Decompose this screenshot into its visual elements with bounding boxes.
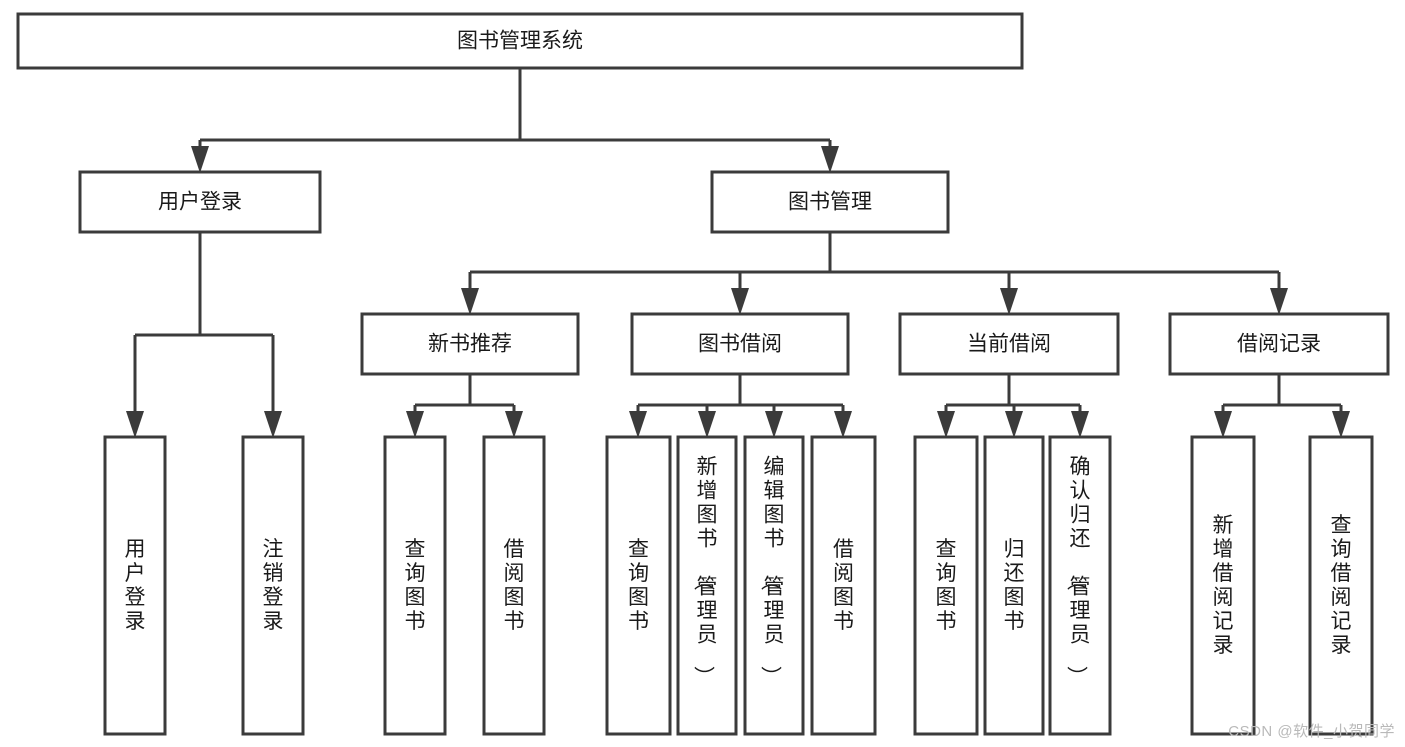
node-book-manage[interactable]: 图书管理 (710, 170, 950, 234)
arrow-head-icon (765, 411, 783, 438)
node-label: 查询图书 (628, 538, 649, 633)
arrow-head-icon (731, 288, 749, 315)
node-leaf-edit-book[interactable]: 编辑图书（管理员） (743, 435, 805, 736)
arrow-head-icon (126, 411, 144, 438)
node-leaf-logout[interactable]: 注销登录 (241, 435, 305, 736)
arrow-head-icon (698, 411, 716, 438)
node-borrow-record[interactable]: 借阅记录 (1168, 312, 1390, 376)
node-box[interactable] (743, 435, 805, 736)
node-label: 借阅图书 (833, 538, 854, 633)
arrow-head-icon (629, 411, 647, 438)
node-label: 图书借阅 (698, 333, 782, 356)
node-leaf-query-record[interactable]: 查询借阅记录 (1308, 435, 1374, 736)
connectors-layer (126, 68, 1350, 438)
node-leaf-confirm-return[interactable]: 确认归还（管理员） (1048, 435, 1112, 736)
arrow-head-icon (937, 411, 955, 438)
node-box[interactable] (630, 312, 850, 376)
node-box[interactable] (983, 435, 1045, 736)
node-box[interactable] (1308, 435, 1374, 736)
node-label: 编辑图书（管理员） (759, 456, 785, 687)
connector-borrow-record (1214, 374, 1350, 438)
node-box[interactable] (78, 170, 322, 234)
node-box[interactable] (383, 435, 447, 736)
node-leaf-query-book-cur[interactable]: 查询图书 (913, 435, 979, 736)
node-leaf-return-book[interactable]: 归还图书 (983, 435, 1045, 736)
node-box[interactable] (810, 435, 877, 736)
node-label: 新书推荐 (428, 333, 512, 356)
arrow-head-icon (1005, 411, 1023, 438)
node-box[interactable] (1168, 312, 1390, 376)
arrow-head-icon (406, 411, 424, 438)
node-label: 新增图书（管理员） (692, 456, 718, 687)
node-box[interactable] (605, 435, 672, 736)
arrow-head-icon (264, 411, 282, 438)
node-leaf-borrow-book[interactable]: 借阅图书 (810, 435, 877, 736)
node-label: 用户登录 (158, 191, 242, 214)
node-label: 当前借阅 (967, 333, 1051, 356)
node-label: 图书管理 (788, 191, 872, 214)
node-leaf-borrow-book-rec[interactable]: 借阅图书 (482, 435, 546, 736)
arrow-head-icon (1332, 411, 1350, 438)
node-label: 借阅图书 (504, 538, 525, 633)
node-box[interactable] (241, 435, 305, 736)
node-label: 用户登录 (125, 538, 146, 633)
node-label: 查询图书 (936, 538, 957, 633)
arrow-head-icon (834, 411, 852, 438)
node-box[interactable] (898, 312, 1120, 376)
node-leaf-query-book-bor[interactable]: 查询图书 (605, 435, 672, 736)
node-box[interactable] (710, 170, 950, 234)
node-box[interactable] (103, 435, 167, 736)
connector-root (191, 68, 839, 173)
nodes-layer: 图书管理系统用户登录图书管理新书推荐图书借阅当前借阅借阅记录用户登录注销登录查询… (16, 12, 1390, 736)
node-box[interactable] (16, 12, 1024, 70)
node-root[interactable]: 图书管理系统 (16, 12, 1024, 70)
node-label: 新增借阅记录 (1213, 514, 1234, 657)
node-leaf-user-login[interactable]: 用户登录 (103, 435, 167, 736)
node-box[interactable] (360, 312, 580, 376)
connector-book-borrow (629, 374, 852, 438)
node-new-book-rec[interactable]: 新书推荐 (360, 312, 580, 376)
node-leaf-add-record[interactable]: 新增借阅记录 (1190, 435, 1256, 736)
node-box[interactable] (913, 435, 979, 736)
node-box[interactable] (1190, 435, 1256, 736)
node-user-login[interactable]: 用户登录 (78, 170, 322, 234)
node-leaf-query-book-rec[interactable]: 查询图书 (383, 435, 447, 736)
arrow-head-icon (461, 288, 479, 315)
node-label: 借阅记录 (1237, 333, 1321, 356)
arrow-head-icon (1000, 288, 1018, 315)
node-box[interactable] (1048, 435, 1112, 736)
node-label: 注销登录 (263, 538, 284, 633)
node-book-borrow[interactable]: 图书借阅 (630, 312, 850, 376)
node-label: 查询借阅记录 (1331, 514, 1352, 657)
node-leaf-add-book[interactable]: 新增图书（管理员） (676, 435, 738, 736)
node-box[interactable] (676, 435, 738, 736)
node-box[interactable] (482, 435, 546, 736)
arrow-head-icon (821, 146, 839, 173)
node-label: 归还图书 (1004, 538, 1025, 633)
node-label: 查询图书 (405, 538, 426, 633)
node-label: 图书管理系统 (457, 30, 583, 53)
arrow-head-icon (1071, 411, 1089, 438)
arrow-head-icon (505, 411, 523, 438)
node-label: 确认归还（管理员） (1065, 456, 1091, 687)
connector-new-book-rec (406, 374, 523, 438)
arrow-head-icon (191, 146, 209, 173)
connector-book-manage (461, 232, 1288, 315)
connector-user-login (126, 232, 282, 438)
connector-current-borrow (937, 374, 1089, 438)
arrow-head-icon (1270, 288, 1288, 315)
arrow-head-icon (1214, 411, 1232, 438)
node-current-borrow[interactable]: 当前借阅 (898, 312, 1120, 376)
